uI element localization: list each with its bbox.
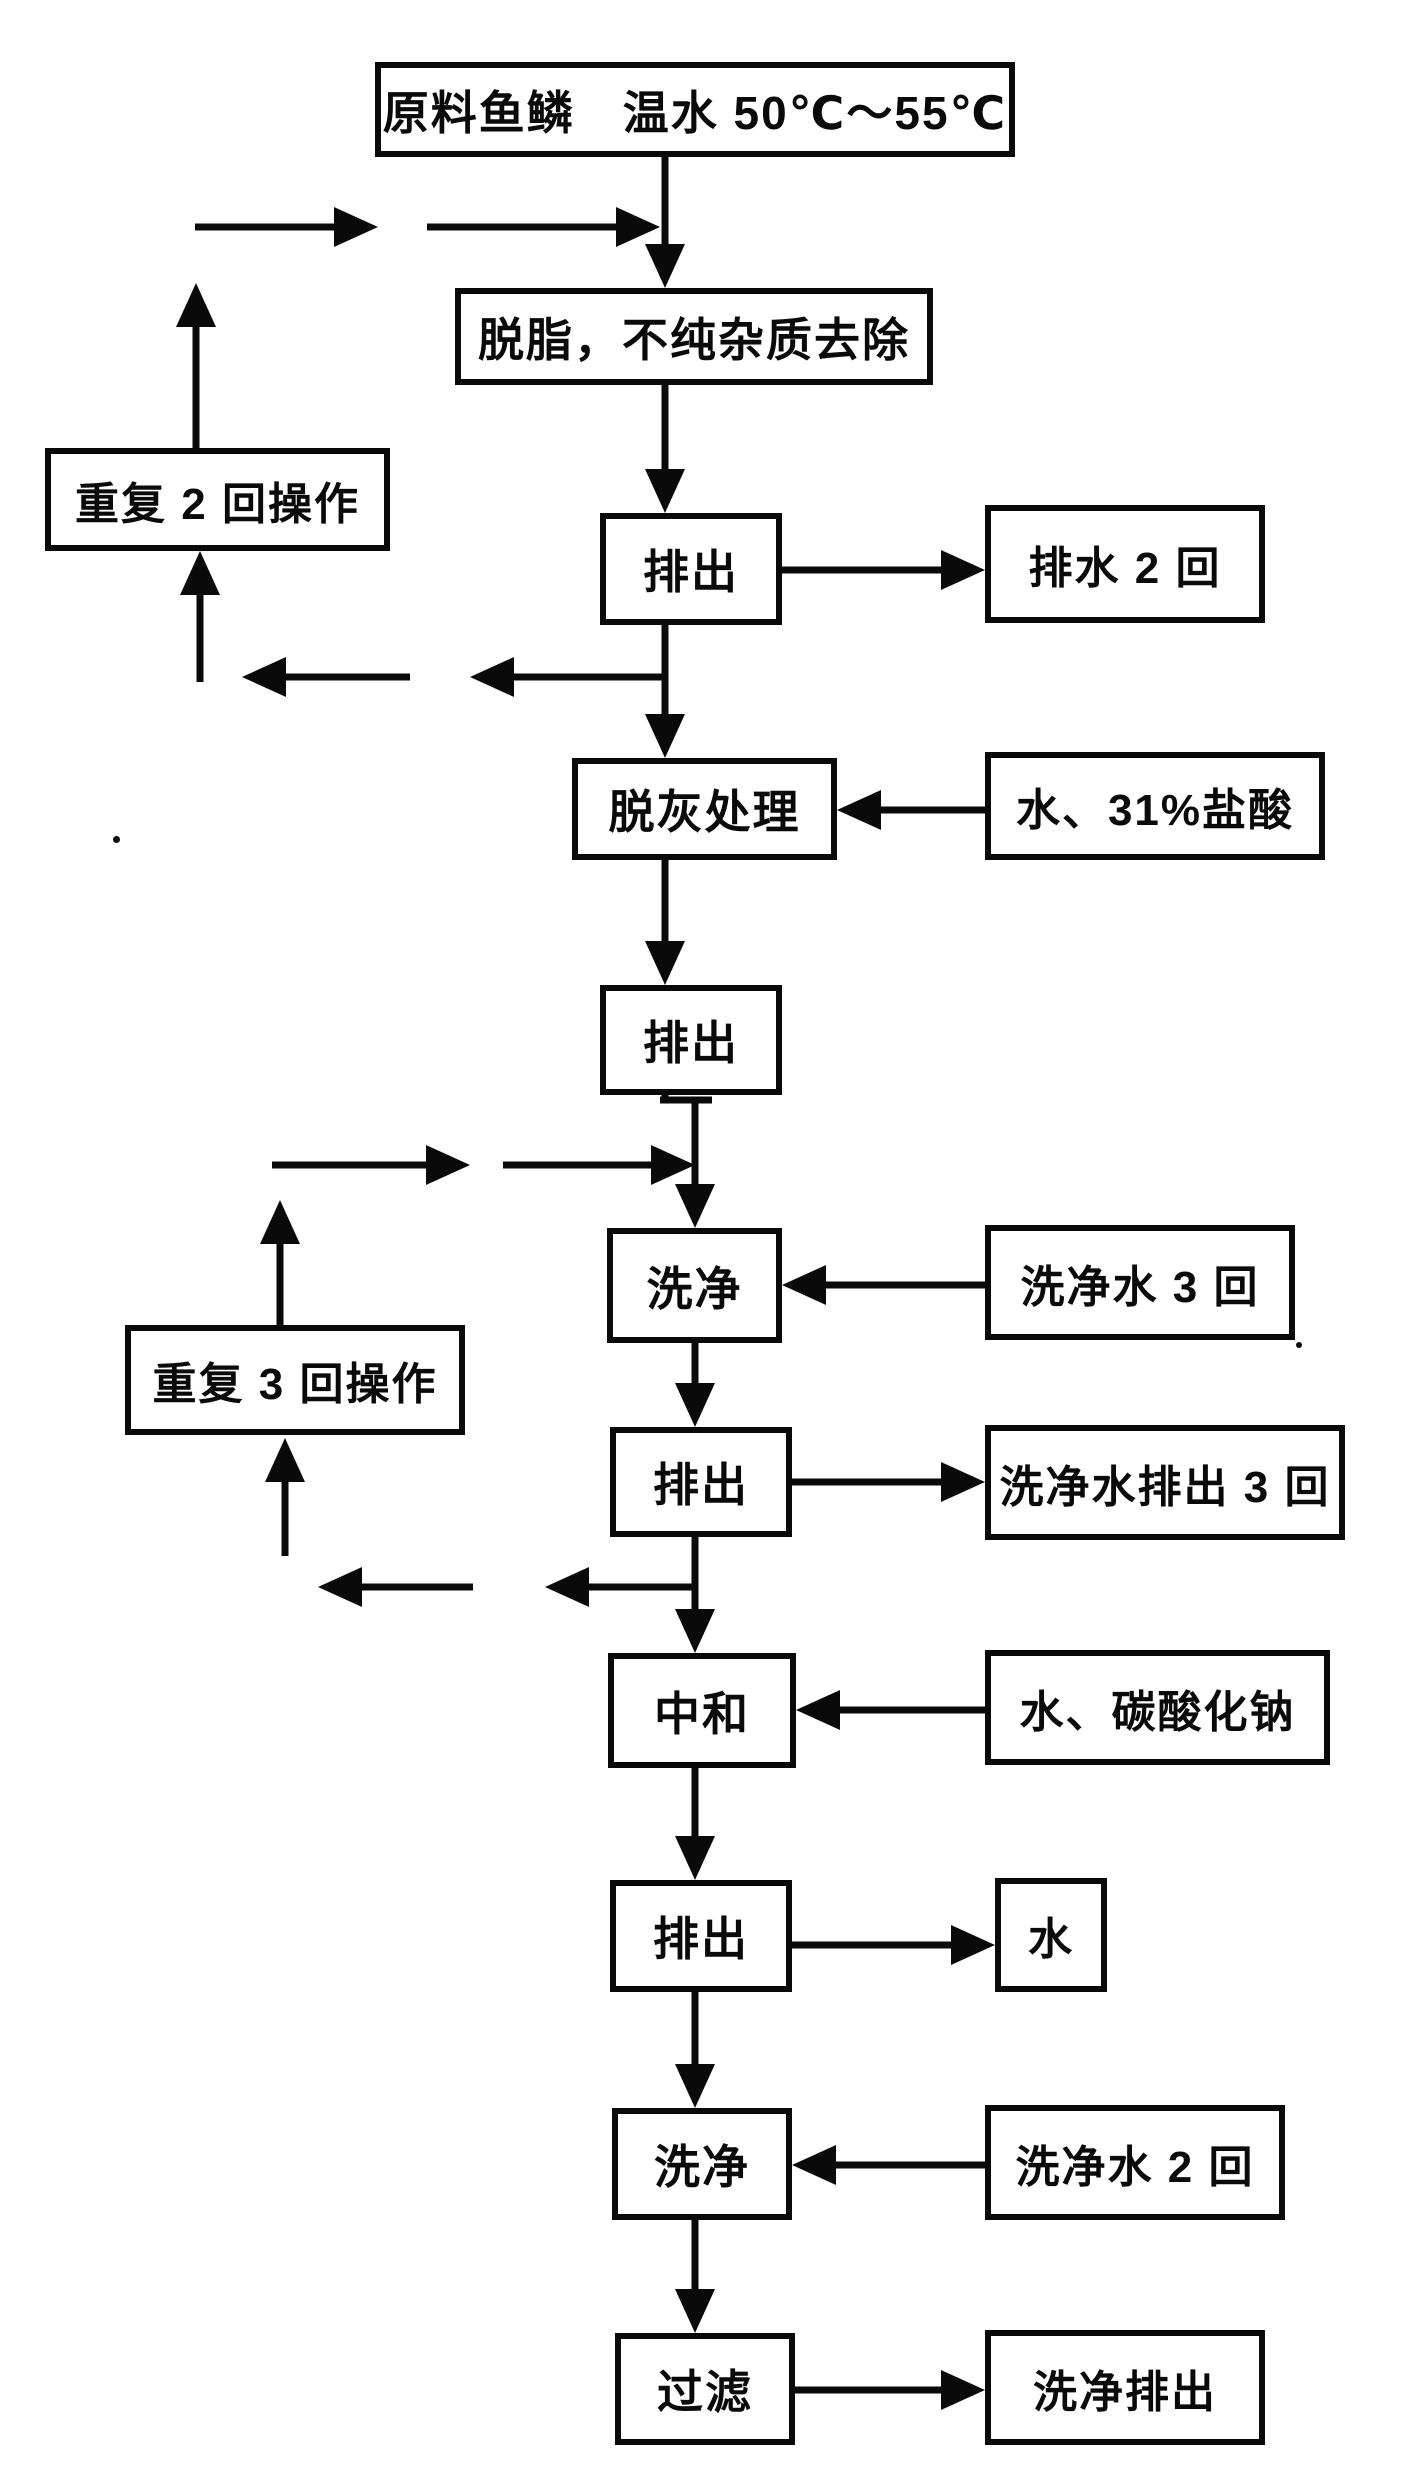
node-water-sodium-carbonate-label: 水、碳酸化钠 (1019, 1687, 1296, 1737)
node-wash-discharge: 洗净排出 (985, 2330, 1265, 2445)
node-drain-2-times-label: 排水 2 回 (1028, 544, 1222, 593)
node-discharge-2-label: 排出 (643, 1017, 739, 1069)
node-water-hcl-label: 水、31%盐酸 (1015, 786, 1295, 835)
node-wash-2: 洗净 (612, 2108, 792, 2220)
node-degrease: 脱脂，不纯杂质去除 (455, 288, 933, 385)
node-decalcify: 脱灰处理 (572, 758, 837, 860)
node-degrease-label: 脱脂，不纯杂质去除 (478, 313, 910, 366)
node-discharge-3-label: 排出 (653, 1459, 749, 1511)
node-wash-1: 洗净 (607, 1228, 782, 1343)
node-water-out-label: 水 (1028, 1915, 1074, 1964)
node-neutralize: 中和 (608, 1653, 796, 1768)
node-drain-2-times: 排水 2 回 (985, 505, 1265, 623)
node-neutralize-label: 中和 (654, 1687, 750, 1740)
node-raw-material: 原料鱼鳞 温水 50℃～55℃ (375, 62, 1015, 157)
node-repeat-2-times-label: 重复 2 回操作 (75, 479, 360, 529)
ink-speck (113, 836, 120, 843)
node-filter-label: 过滤 (657, 2366, 753, 2418)
node-discharge-4: 排出 (610, 1880, 792, 1992)
node-repeat-3-times: 重复 3 回操作 (125, 1325, 465, 1435)
node-decalcify-label: 脱灰处理 (608, 786, 801, 838)
node-discharge-1: 排出 (600, 513, 782, 625)
node-discharge-1-label: 排出 (643, 546, 739, 598)
node-wash-water-2-times: 洗净水 2 回 (985, 2105, 1285, 2220)
node-discharge-4-label: 排出 (653, 1913, 749, 1965)
ink-speck (1296, 1342, 1302, 1348)
node-water-sodium-carbonate: 水、碳酸化钠 (985, 1650, 1330, 1765)
node-wash-water-3-times: 洗净水 3 回 (985, 1225, 1295, 1340)
node-wash-water-discharge-3-times-label: 洗净水排出 3 回 (999, 1462, 1331, 1512)
node-water-hcl: 水、31%盐酸 (985, 752, 1325, 860)
node-wash-water-discharge-3-times: 洗净水排出 3 回 (985, 1425, 1345, 1540)
node-repeat-3-times-label: 重复 3 回操作 (152, 1360, 438, 1409)
node-discharge-2: 排出 (600, 985, 782, 1095)
node-wash-2-label: 洗净 (654, 2141, 750, 2193)
node-water-out: 水 (995, 1878, 1107, 1992)
node-wash-discharge-label: 洗净排出 (1033, 2367, 1217, 2417)
node-wash-water-3-times-label: 洗净水 3 回 (1020, 1262, 1260, 1312)
node-filter: 过滤 (615, 2333, 795, 2445)
node-raw-material-label: 原料鱼鳞 温水 50℃～55℃ (382, 86, 1008, 139)
node-repeat-2-times: 重复 2 回操作 (45, 448, 390, 551)
node-wash-water-2-times-label: 洗净水 2 回 (1015, 2142, 1255, 2192)
node-wash-1-label: 洗净 (646, 1262, 743, 1315)
node-discharge-3: 排出 (610, 1427, 792, 1537)
